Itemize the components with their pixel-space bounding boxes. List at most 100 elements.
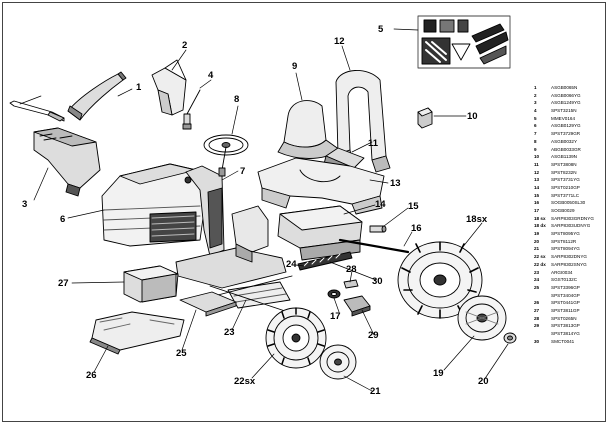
part-code: ASGB1139N <box>551 154 577 160</box>
callout-21: 21 <box>370 386 381 397</box>
part-number: 10 <box>534 154 540 160</box>
part-code: SPST3808N <box>551 161 577 167</box>
callout-26: 26 <box>86 370 97 381</box>
part-9-shape <box>277 100 341 159</box>
part-code: SPST3814YG <box>551 331 580 336</box>
part-code: SOGB0050SL30 <box>551 200 586 206</box>
callout-4: 4 <box>208 70 214 81</box>
part-number: 20 <box>534 238 540 244</box>
part-number: 2 <box>534 92 537 98</box>
callout-25: 25 <box>176 348 187 359</box>
part-number: 23 <box>534 269 540 275</box>
part-code: ASGB0065N <box>551 85 578 90</box>
part-number: 17 <box>534 208 540 213</box>
part-number: 7 <box>534 131 537 137</box>
part-code: SOGB0029 <box>551 208 575 213</box>
callout-19: 19 <box>433 368 444 379</box>
part-code: ASGB0032Y <box>551 138 578 144</box>
part-number: 15 <box>534 192 540 198</box>
callout-18sx: 18sx <box>466 214 488 225</box>
diagram-frame <box>2 2 606 422</box>
part-code: ABGB0033GR <box>551 146 581 152</box>
callout-20: 20 <box>478 376 489 387</box>
part-number: 6 <box>534 123 537 129</box>
part-19-rim <box>457 295 507 341</box>
parts-list-row: SPST3814YG <box>534 330 604 338</box>
part-2-shape <box>67 71 127 121</box>
callout-1: 1 <box>136 82 142 93</box>
callout-22sx: 22sx <box>234 376 256 387</box>
part-code: ASGB1249YG <box>551 100 581 106</box>
part-number: 30 <box>534 338 540 344</box>
part-13-shape <box>257 157 385 215</box>
part-chassis-shape <box>175 205 363 289</box>
callout-15: 15 <box>408 201 419 212</box>
part-code: ASGB0066YG <box>551 92 581 98</box>
part-number: 3 <box>534 100 537 106</box>
callout-24: 24 <box>286 259 297 270</box>
parts-list-row: 3 ASGB1249YG <box>534 99 604 107</box>
part-code: MMEV0164 <box>551 115 576 121</box>
part-number: 19 <box>534 231 540 237</box>
parts-list-row: 2 ASGB0066YG <box>534 92 604 100</box>
callout-13: 13 <box>390 178 401 189</box>
part-code: SMCT0041 <box>551 338 575 344</box>
part-number: 22 dx <box>534 261 546 267</box>
part-number: 5 <box>534 115 537 121</box>
part-code: SPST0441GP <box>551 300 580 306</box>
parts-list-row: 22 dx SARP8302SNYG <box>534 261 604 269</box>
part-code: SPST0265N <box>551 315 577 321</box>
part-number: 13 <box>534 177 540 183</box>
part-code: SPST3215N <box>551 108 577 114</box>
parts-list-row: 1 ASGB0065N <box>534 84 604 92</box>
part-3-shape <box>33 127 101 197</box>
parts-list-row: 10 ASGB1139N <box>534 153 604 161</box>
callout-5: 5 <box>378 24 384 35</box>
part-number <box>534 330 551 338</box>
parts-list-row: 30 SMCT0041 <box>534 338 604 346</box>
part-1-shape <box>9 100 65 122</box>
part-number: 11 <box>534 161 539 167</box>
part-20-cap <box>503 332 517 344</box>
part-code: SARP8302SNYG <box>551 261 587 267</box>
part-number: 25 <box>534 284 540 290</box>
callout-2: 2 <box>182 40 188 51</box>
parts-list-row: 16 SOGB0050SL30 <box>534 199 604 207</box>
part-number: 18 sx <box>534 215 546 221</box>
part-code: SPST3729GR <box>551 131 581 137</box>
part-number: 1 <box>534 85 537 90</box>
callout-28: 28 <box>346 264 357 275</box>
callout-10: 10 <box>467 111 478 122</box>
part-code: SPST8112R <box>551 238 577 244</box>
part-code: SPST3404GP <box>551 292 580 298</box>
part-8-shape <box>203 134 249 177</box>
part-4-shape <box>182 89 201 130</box>
part-30-chain <box>297 251 353 271</box>
part-number: 16 <box>534 200 540 206</box>
part-code: SPST8095YG <box>551 231 580 237</box>
callout-11: 11 <box>368 138 379 149</box>
part-2b-shape <box>151 59 187 116</box>
part-number: 28 <box>534 315 540 321</box>
part-number: 14 <box>534 184 540 190</box>
part-number: 24 <box>534 277 540 283</box>
part-number: 18 dx <box>534 223 546 229</box>
parts-list-row: 19 SPST8095YG <box>534 230 604 238</box>
